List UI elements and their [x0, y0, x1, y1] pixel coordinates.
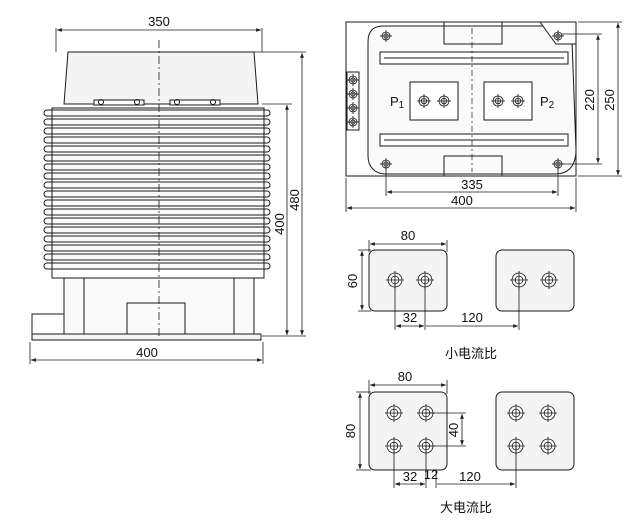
top-cap	[63, 51, 259, 105]
small-ratio-detail	[368, 249, 575, 312]
small-pad-height-label: 60	[345, 274, 360, 288]
base-plate	[31, 333, 262, 341]
front-height-overall-label: 480	[287, 189, 302, 211]
bolt-icon	[539, 404, 557, 422]
front-height-body-label: 400	[272, 213, 287, 235]
bolt-icon	[507, 404, 525, 422]
shed	[43, 136, 271, 144]
large-ratio-dimensions	[356, 380, 517, 488]
shed	[43, 145, 271, 153]
top-overall-height-label: 250	[602, 89, 617, 111]
bolt-icon	[511, 94, 525, 108]
shed	[43, 181, 271, 189]
small-ratio-caption: 小电流比	[445, 347, 497, 362]
small-pad-right	[495, 249, 575, 312]
front-dimensions	[29, 28, 306, 364]
bolt-icon	[380, 30, 392, 42]
top-hole-height-label: 220	[582, 89, 597, 111]
bolt-icon	[347, 88, 359, 100]
large-pad-left	[368, 391, 448, 471]
shed	[43, 163, 271, 171]
small-ratio-dimensions	[358, 240, 520, 330]
cap-terminals	[93, 99, 221, 106]
bolt-icon	[417, 94, 431, 108]
front-view	[31, 40, 271, 341]
small-pad-spacing-label: 120	[461, 310, 483, 325]
bolt-icon	[491, 94, 505, 108]
bolt-icon	[347, 74, 359, 86]
shed	[43, 127, 271, 135]
shed	[43, 172, 271, 180]
top-view	[345, 21, 577, 177]
large-pad-spacing-label: 120	[459, 469, 481, 484]
shed	[43, 253, 271, 261]
shed	[43, 199, 271, 207]
large-bolt-spacing-label: 32	[403, 469, 417, 484]
bolt-icon	[540, 271, 558, 289]
small-pad-width-label: 80	[401, 228, 415, 243]
large-pad-width-label: 80	[398, 369, 412, 384]
shed	[43, 208, 271, 216]
terminal-p1-label: P1	[390, 94, 405, 111]
mounting-holes	[380, 30, 564, 170]
bolt-icon	[385, 404, 403, 422]
front-base-width-label: 400	[136, 345, 158, 360]
shed	[43, 226, 271, 234]
top-dimensions	[345, 21, 622, 212]
large-ratio-caption: 大电流比	[440, 501, 492, 516]
small-bolt-spacing-label: 32	[403, 310, 417, 325]
shed	[43, 109, 271, 117]
shed	[43, 235, 271, 243]
bolt-icon	[539, 437, 557, 455]
bolt-icon	[347, 102, 359, 114]
bolt-icon	[552, 30, 564, 42]
shed	[43, 217, 271, 225]
top-overall-width-label: 400	[451, 193, 473, 208]
large-ratio-detail	[368, 391, 575, 471]
secondary-terminal-block	[346, 71, 360, 131]
large-bolt-v-spacing-label: 40	[446, 423, 461, 437]
large-edge-offset-label: 12	[424, 467, 438, 482]
terminal-bolts	[417, 94, 525, 108]
small-pad-left	[368, 249, 448, 312]
bolt-icon	[380, 158, 392, 170]
front-width-label: 350	[148, 14, 170, 29]
large-pad-height-label: 80	[343, 424, 358, 438]
shed	[43, 244, 271, 252]
bolt-icon	[347, 116, 359, 128]
insulator-sheds	[43, 109, 271, 270]
shed	[43, 190, 271, 198]
secondary-screws	[347, 74, 359, 128]
shed	[43, 154, 271, 162]
shed	[43, 262, 271, 270]
terminal-p2-label: P2	[540, 94, 555, 111]
top-hole-spacing-label: 335	[461, 177, 483, 192]
shed	[43, 118, 271, 126]
large-pad-right	[495, 391, 575, 471]
bolt-icon	[437, 94, 451, 108]
